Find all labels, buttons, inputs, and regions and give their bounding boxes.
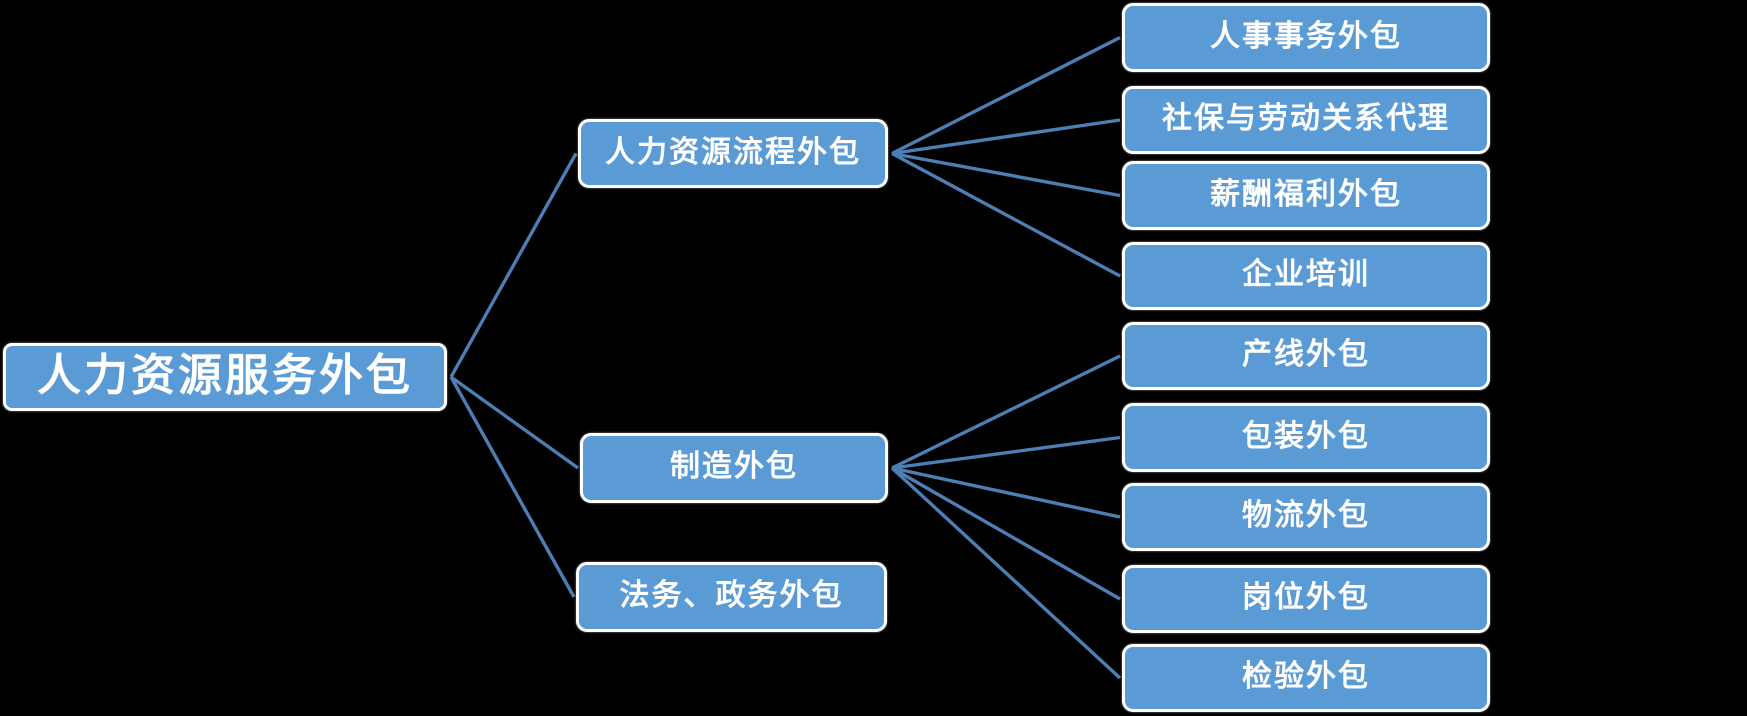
diagram-node-production-line: 产线外包 [1122, 322, 1490, 390]
diagram-node-compensation-benefits: 薪酬福利外包 [1122, 161, 1490, 230]
connector-hr-service-outsourcing-to-hr-process-outsourcing [449, 152, 578, 378]
node-label-social-security-labor-agency: 社保与劳动关系代理 [1162, 102, 1450, 135]
node-label-inspection: 检验外包 [1242, 660, 1370, 693]
connector-hr-process-outsourcing-to-compensation-benefits [891, 151, 1121, 198]
diagram-node-social-security-labor-agency: 社保与劳动关系代理 [1122, 86, 1490, 154]
node-label-position-outsourcing: 岗位外包 [1242, 581, 1370, 614]
diagram-node-corporate-training: 企业培训 [1122, 242, 1490, 310]
connector-hr-process-outsourcing-to-personnel-affairs [891, 35, 1121, 156]
connector-manufacturing-outsourcing-to-logistics [891, 466, 1121, 519]
connector-hr-process-outsourcing-to-corporate-training [891, 152, 1121, 278]
connector-hr-service-outsourcing-to-legal-gov-outsourcing [449, 376, 576, 598]
node-label-logistics: 物流外包 [1242, 499, 1370, 532]
diagram-node-position-outsourcing: 岗位外包 [1122, 565, 1490, 633]
diagram-node-legal-gov-outsourcing: 法务、政务外包 [576, 562, 887, 632]
node-label-hr-process-outsourcing: 人力资源流程外包 [605, 135, 861, 169]
diagram-node-manufacturing-outsourcing: 制造外包 [580, 433, 888, 503]
connector-manufacturing-outsourcing-to-inspection [890, 466, 1122, 680]
connector-hr-service-outsourcing-to-manufacturing-outsourcing [450, 375, 579, 470]
diagram-node-hr-service-outsourcing: 人力资源服务外包 [3, 343, 447, 411]
node-label-personnel-affairs: 人事事务外包 [1210, 19, 1402, 53]
diagram-node-inspection: 检验外包 [1122, 644, 1490, 712]
node-label-production-line: 产线外包 [1242, 338, 1370, 371]
diagram-node-hr-process-outsourcing: 人力资源流程外包 [578, 119, 888, 188]
connector-manufacturing-outsourcing-to-production-line [891, 354, 1121, 470]
connector-hr-process-outsourcing-to-social-security-labor-agency [891, 118, 1121, 156]
connector-manufacturing-outsourcing-to-packaging [891, 435, 1121, 470]
node-label-hr-service-outsourcing: 人力资源服务外包 [37, 351, 413, 400]
node-label-compensation-benefits: 薪酬福利外包 [1210, 177, 1402, 211]
node-label-manufacturing-outsourcing: 制造外包 [670, 450, 798, 483]
diagram-node-packaging: 包装外包 [1122, 403, 1490, 472]
node-label-legal-gov-outsourcing: 法务、政务外包 [619, 579, 844, 612]
connector-manufacturing-outsourcing-to-position-outsourcing [891, 466, 1121, 601]
diagram-node-personnel-affairs: 人事事务外包 [1122, 3, 1490, 72]
node-label-corporate-training: 企业培训 [1242, 258, 1370, 291]
node-label-packaging: 包装外包 [1242, 419, 1370, 453]
diagram-node-logistics: 物流外包 [1122, 483, 1490, 551]
